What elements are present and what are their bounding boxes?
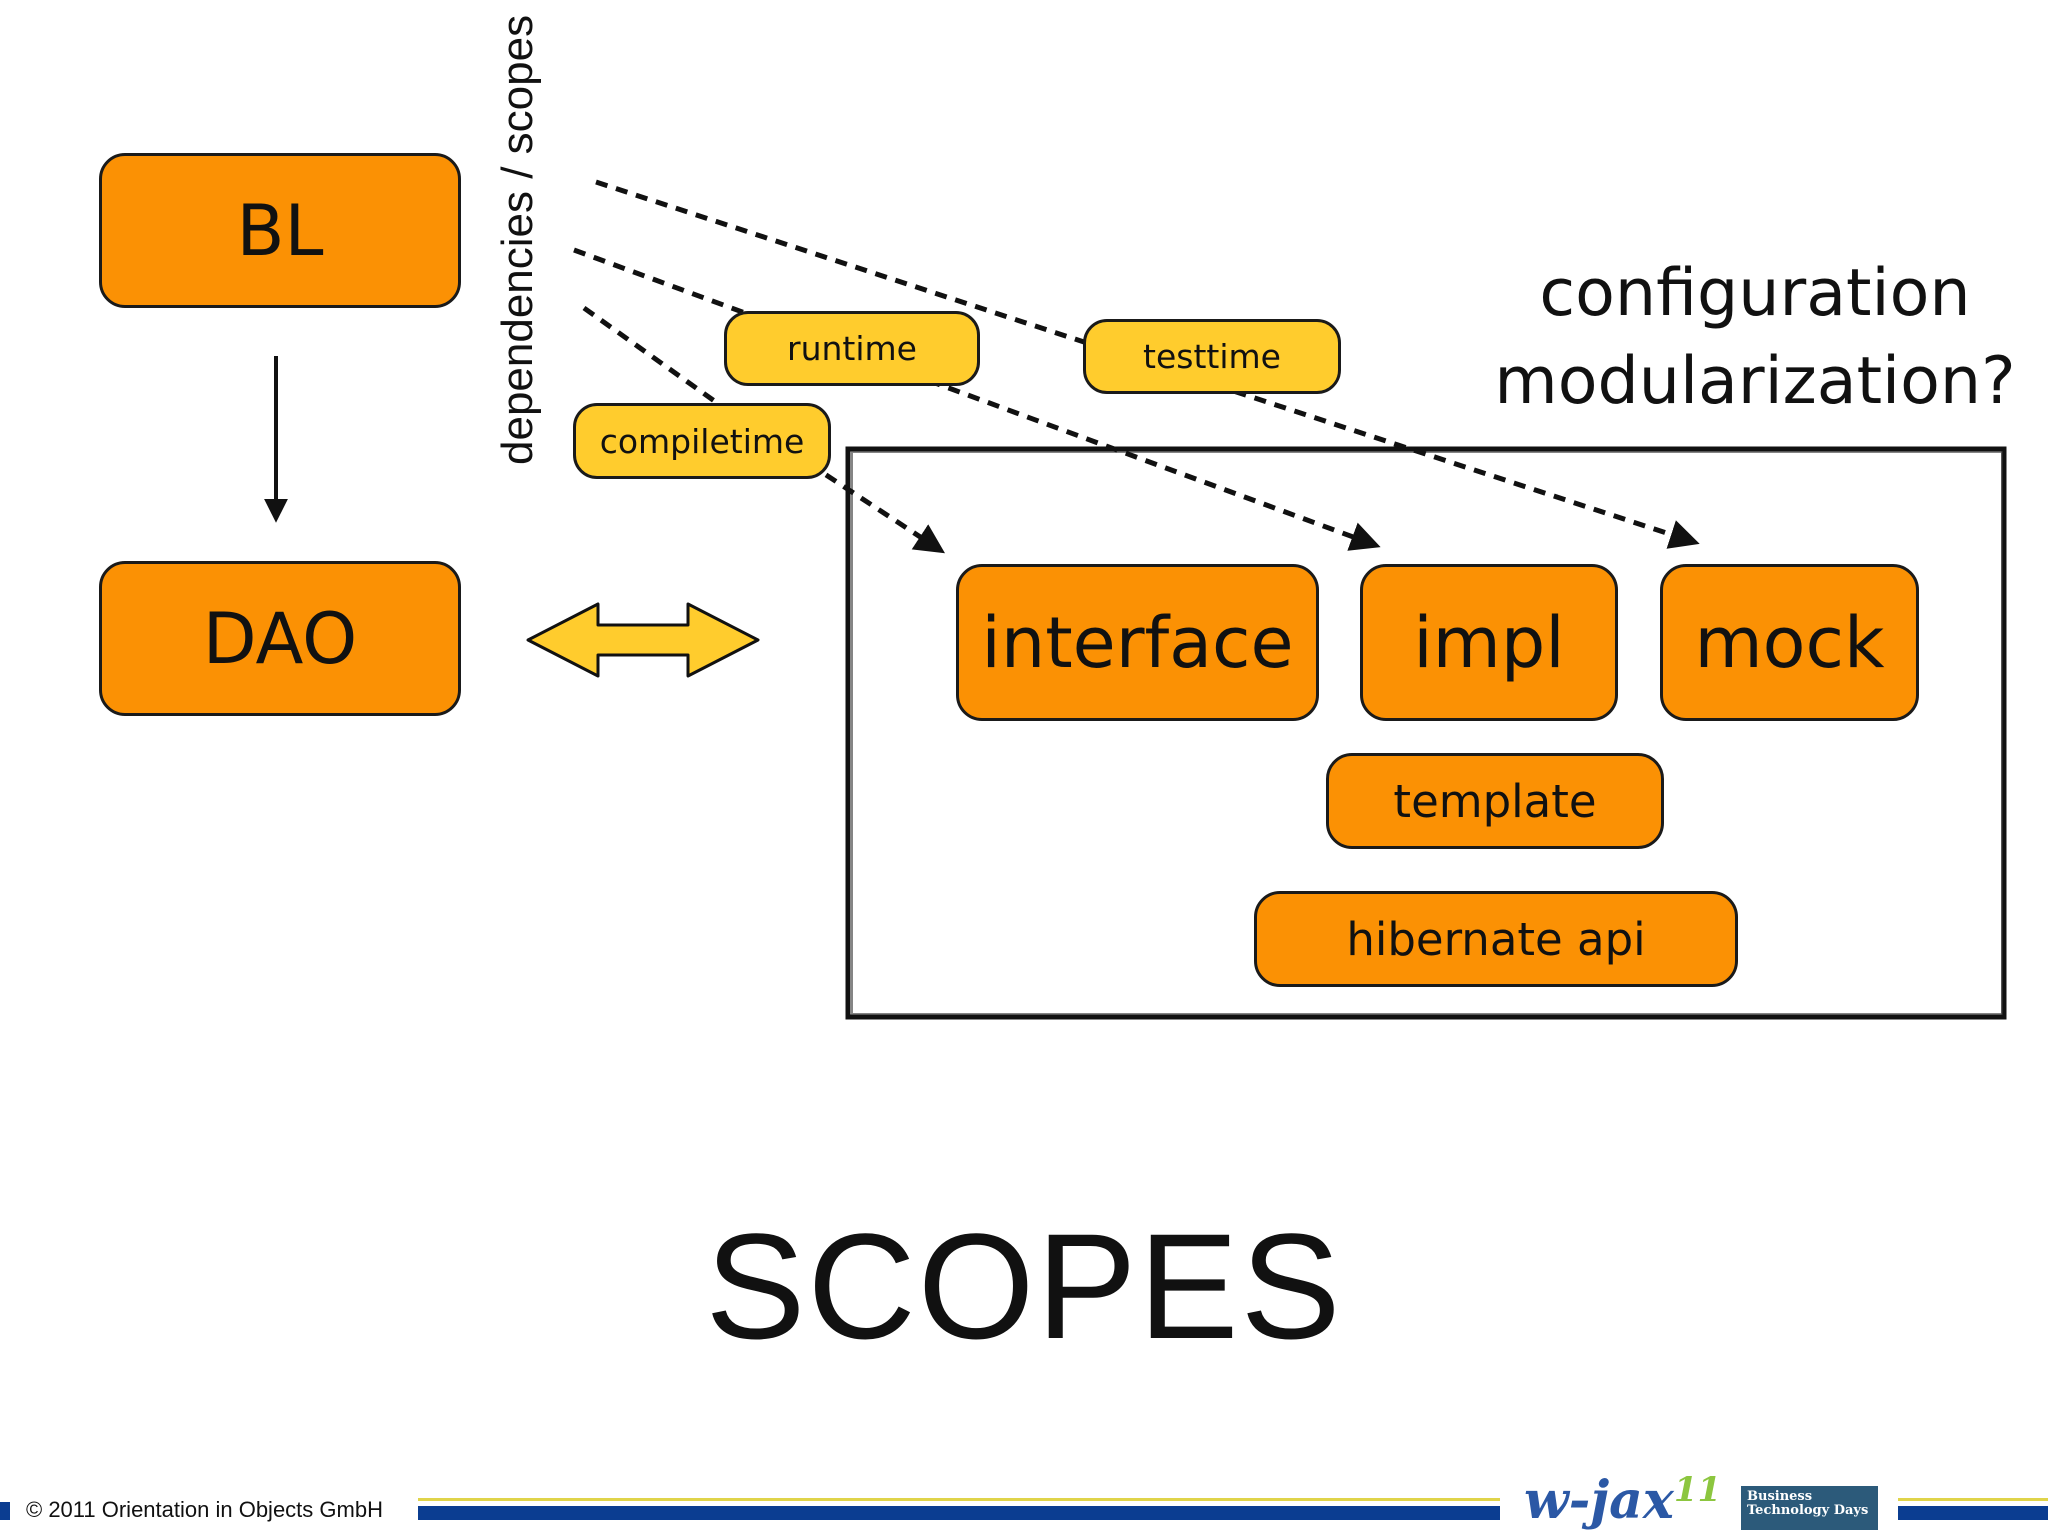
slide-title: SCOPES [705, 1202, 1343, 1370]
bl-box: BL [99, 153, 461, 308]
footer-accent-left [0, 1502, 10, 1520]
template-module-box: template [1326, 753, 1664, 849]
interface-module-box: interface [956, 564, 1319, 721]
hibernate-api-module-box: hibernate api [1254, 891, 1738, 987]
dao-label: DAO [202, 597, 358, 680]
mock-module-box: mock [1660, 564, 1919, 721]
double-arrow-icon [526, 602, 760, 678]
footer-copyright: © 2011 Orientation in Objects GmbH [26, 1497, 383, 1522]
mock-label: mock [1694, 601, 1885, 684]
business-technology-days-logo: Business Technology Days [1741, 1486, 1878, 1530]
hibernate-api-label: hibernate api [1346, 912, 1646, 966]
impl-label: impl [1413, 601, 1565, 684]
footer-line-right [1898, 1506, 2048, 1520]
footer-line-right-thin [1898, 1498, 2048, 1501]
compiletime-label: compiletime [599, 421, 805, 461]
interface-label: interface [981, 601, 1294, 684]
template-label: template [1393, 774, 1597, 828]
runtime-dependency-arrow [573, 247, 1381, 551]
module-container-frame [845, 446, 2007, 1020]
impl-module-box: impl [1360, 564, 1618, 721]
testtime-scope-pill: testtime [1083, 319, 1341, 394]
compiletime-dependency-arrow [582, 305, 946, 554]
footer-line [418, 1506, 1500, 1520]
question-line-2: modularization? [1494, 344, 2016, 419]
configuration-question: configuration modularization? [1460, 250, 2048, 426]
footer-line-thin [418, 1498, 1500, 1501]
wjax-logo: w-jax11 [1524, 1470, 1722, 1531]
question-line-1: configuration [1539, 256, 1971, 331]
runtime-label: runtime [787, 329, 917, 368]
testtime-label: testtime [1143, 337, 1281, 376]
dao-box: DAO [99, 561, 461, 716]
bl-label: BL [236, 189, 324, 272]
runtime-scope-pill: runtime [724, 311, 980, 386]
compiletime-scope-pill: compiletime [573, 403, 831, 479]
